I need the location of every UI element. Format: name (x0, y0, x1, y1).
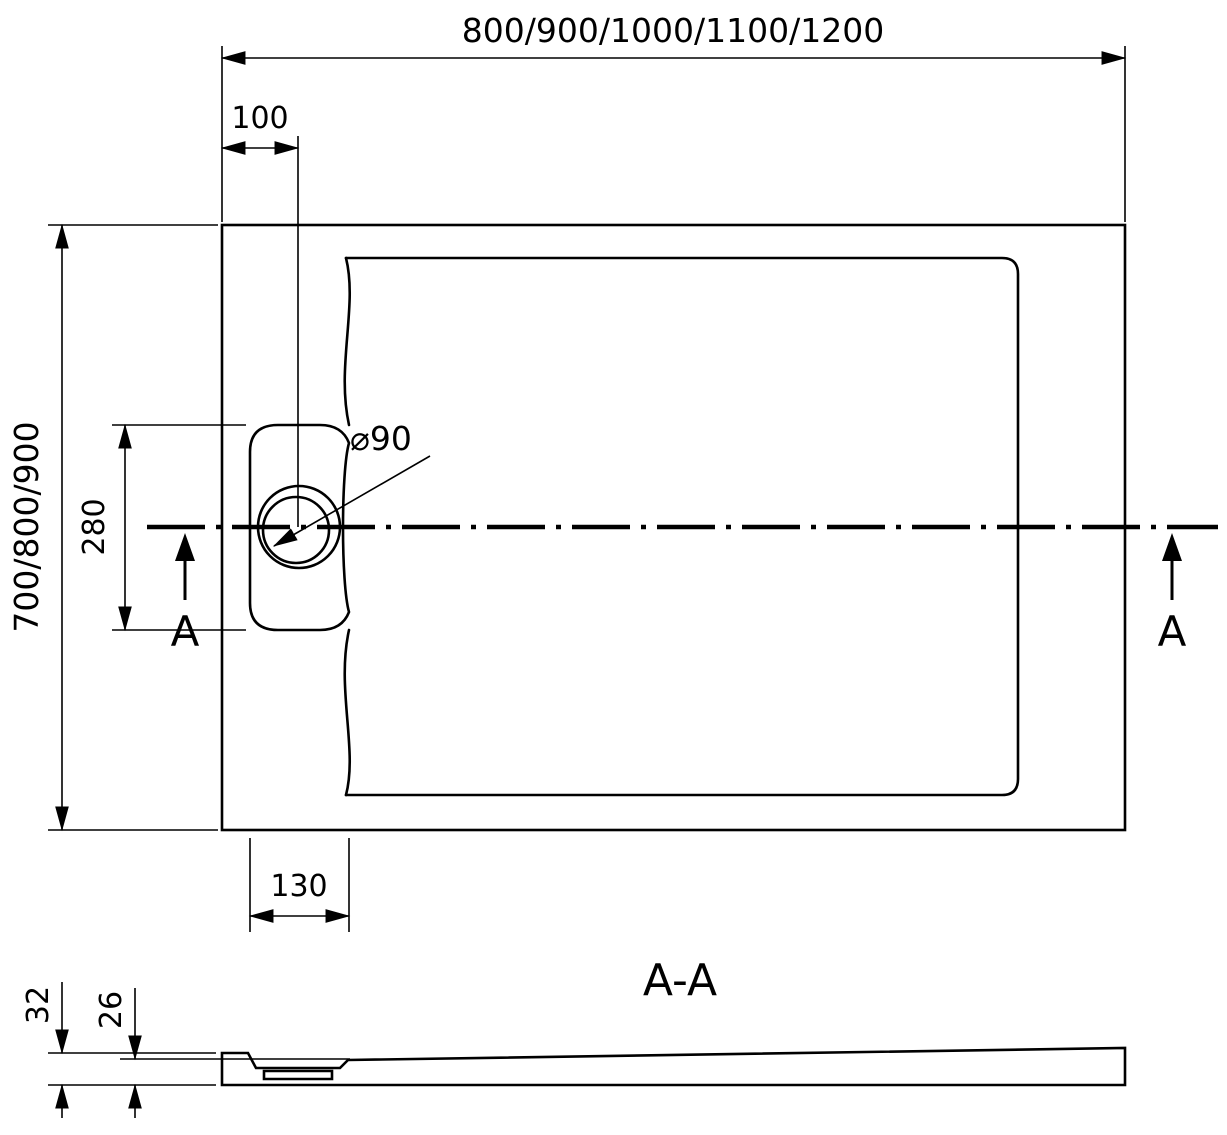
dim-pocket-height-label: 280 (77, 498, 112, 555)
section-view-title: A-A (643, 955, 717, 1006)
dim-basin-height-label: 26 (94, 991, 129, 1029)
dim-overall-depth: 700/800/900 (7, 223, 218, 832)
section-arrow-left-icon (175, 533, 195, 561)
basin-slope-curve-top (343, 256, 352, 427)
section-profile (220, 1046, 1127, 1087)
top-view: A A 800/900/1000/1100/1200 100 280 (7, 11, 1218, 932)
drain-pocket (248, 423, 351, 632)
section-drain-detail (262, 1069, 334, 1081)
dim-basin-height: 26 (94, 988, 350, 1118)
drain-diameter-leader (272, 455, 431, 547)
section-marker-left-label: A (171, 607, 200, 656)
drain-inner-circle (261, 495, 331, 565)
dim-overall-width-label: 800/900/1000/1100/1200 (462, 11, 884, 50)
section-marker-left: A (171, 533, 200, 656)
section-arrow-right-icon (1162, 533, 1182, 561)
drain-diameter-callout: ⌀90 (272, 419, 431, 547)
dim-total-height-label: 32 (21, 986, 56, 1024)
section-marker-right: A (1158, 533, 1187, 656)
dim-drain-offset-label: 100 (231, 101, 288, 136)
drain-diameter-label: ⌀90 (350, 419, 412, 458)
section-view: A-A 32 26 (21, 955, 1127, 1118)
dim-pocket-width: 130 (248, 838, 351, 932)
dim-overall-depth-label: 700/800/900 (7, 421, 46, 632)
basin-slope-curve-bottom (343, 628, 352, 797)
dim-pocket-height: 280 (77, 423, 246, 632)
dim-overall-width: 800/900/1000/1100/1200 (220, 11, 1127, 222)
dim-pocket-width-label: 130 (270, 869, 327, 904)
section-marker-right-label: A (1158, 607, 1187, 656)
dim-drain-offset: 100 (220, 101, 300, 527)
